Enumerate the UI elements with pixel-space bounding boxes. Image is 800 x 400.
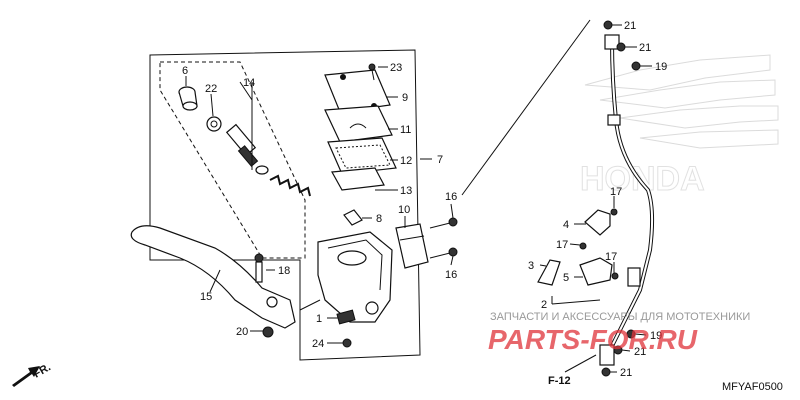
callout-4: 4: [563, 219, 569, 231]
part-18-pivot-bolt: [254, 253, 264, 283]
callout-10: 10: [398, 204, 410, 216]
diagram-code: MFYAF0500: [722, 381, 783, 393]
callout-18: 18: [278, 265, 290, 277]
callout-16-top: 16: [445, 191, 457, 203]
part-20-nut: [262, 326, 274, 338]
part-17-bolts: [579, 208, 619, 280]
part-spring: [269, 174, 311, 197]
part-5-clamp: [579, 257, 613, 286]
part-19-bolts: [626, 61, 641, 339]
callout-numbers: 6 22 14 23 9 11 12 7 13 8 10 16 16 1 24 …: [182, 20, 667, 379]
callout-22: 22: [205, 83, 217, 95]
callout-16-bottom: 16: [445, 269, 457, 281]
callout-17-bottom: 17: [605, 251, 617, 263]
callout-21-bottom: 21: [620, 367, 632, 379]
callout-17-top: 17: [610, 186, 622, 198]
section-reference: F-12: [548, 375, 571, 387]
callout-2: 2: [541, 299, 547, 311]
callout-21-second: 21: [639, 42, 651, 54]
assembly-outline-7: [149, 49, 421, 361]
part-13-gasket: [331, 167, 385, 191]
watermark: ЗАПЧАСТИ И АКСЕССУАРЫ ДЛЯ МОТОТЕХНИКИ PA…: [488, 311, 750, 355]
callout-21-third: 21: [634, 346, 646, 358]
callout-1: 1: [316, 313, 322, 325]
part-16-bolts: [429, 217, 458, 259]
part-1-switch: [336, 309, 356, 325]
front-label: FR.: [32, 361, 53, 380]
callout-12: 12: [400, 155, 412, 167]
part-4-clamp: [584, 209, 611, 236]
part-2-brake-hose: [599, 34, 655, 366]
part-8-clip: [343, 209, 363, 226]
callout-23: 23: [390, 62, 402, 74]
callout-19-top: 19: [655, 61, 667, 73]
callout-5: 5: [563, 272, 569, 284]
callout-14: 14: [243, 77, 255, 89]
callout-19-bottom: 19: [650, 330, 662, 342]
assembly-outline-14: [159, 61, 306, 259]
front-direction-arrow: FR.: [12, 361, 53, 387]
part-15-brake-lever: [130, 225, 296, 329]
callout-24: 24: [312, 338, 324, 350]
part-11-plate: [324, 105, 393, 143]
part-9-reservoir-cap: [324, 69, 391, 113]
honda-logo-text: HONDA: [580, 160, 705, 198]
callout-15: 15: [200, 291, 212, 303]
callout-13: 13: [400, 185, 412, 197]
part-piston: [225, 123, 269, 175]
watermark-subtitle: ЗАПЧАСТИ И АКСЕССУАРЫ ДЛЯ МОТОТЕХНИКИ: [490, 311, 750, 323]
part-23-screw: [368, 63, 376, 81]
callout-11: 11: [400, 124, 411, 136]
honda-wing-logo: HONDA: [580, 54, 779, 199]
callout-6: 6: [182, 65, 188, 77]
leader-lines: [185, 19, 652, 373]
part-12-diaphragm: [327, 137, 397, 175]
callout-8: 8: [376, 213, 382, 225]
part-24-screw: [342, 338, 352, 348]
callout-17-middle: 17: [556, 239, 568, 251]
callout-20: 20: [236, 326, 248, 338]
part-22-circlip: [206, 116, 222, 132]
part-10-holder: [395, 223, 429, 269]
callout-7: 7: [437, 154, 443, 166]
callout-21-top: 21: [624, 20, 636, 32]
part-6-boot: [178, 86, 198, 111]
watermark-brand: PARTS-FOR.RU: [488, 324, 698, 355]
part-master-cylinder-body: [299, 231, 393, 323]
callout-9: 9: [402, 92, 408, 104]
callout-3: 3: [528, 260, 534, 272]
part-3-stay: [537, 259, 561, 286]
